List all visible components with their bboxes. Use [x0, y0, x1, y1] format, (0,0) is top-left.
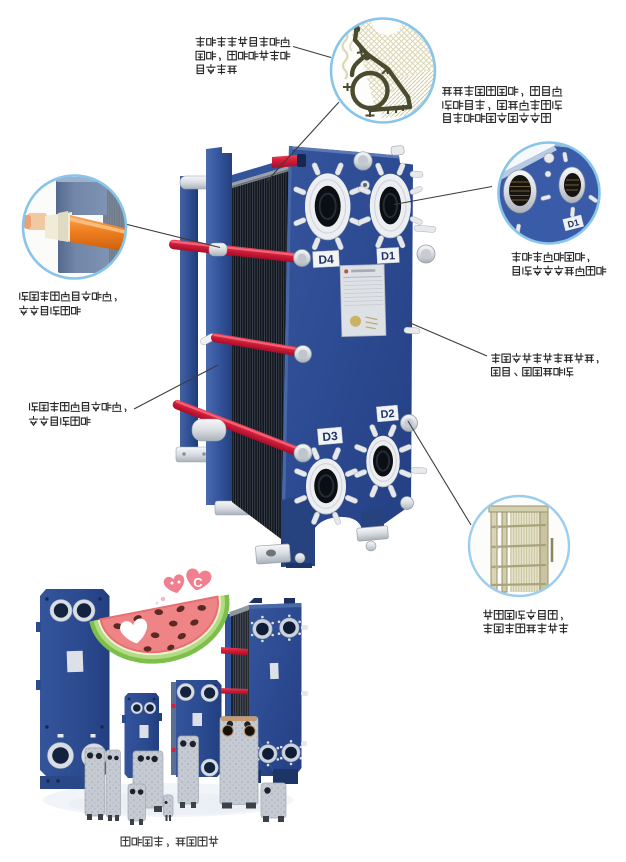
- svg-text:C: C: [193, 575, 203, 590]
- svg-text:D2: D2: [380, 408, 395, 421]
- svg-text:D1: D1: [567, 217, 581, 229]
- svg-text:D1: D1: [381, 250, 396, 263]
- svg-text:D4: D4: [318, 252, 334, 267]
- svg-text:D3: D3: [322, 429, 339, 444]
